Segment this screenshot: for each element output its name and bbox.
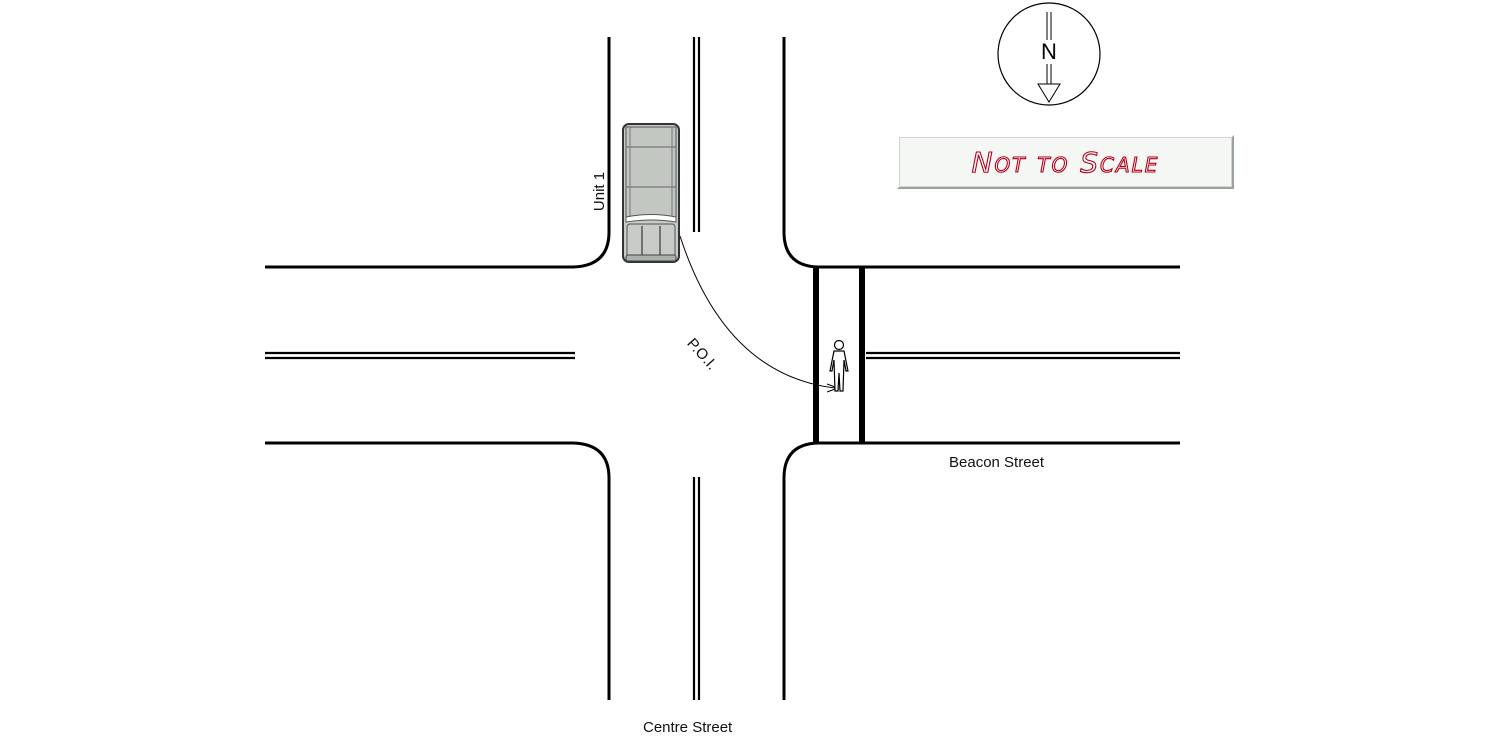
vehicle-icon [622, 123, 680, 263]
north-letter: N [1040, 39, 1058, 64]
beacon-street-centerline-west [265, 351, 575, 360]
not-to-scale-box: Not to Scale [897, 135, 1234, 189]
beacon-street-centerline-east [866, 351, 1180, 360]
centre-street-west-curb-south [265, 441, 611, 700]
crosswalk [813, 267, 865, 443]
centre-street-west-curb-north [265, 37, 611, 269]
beacon-street-label: Beacon Street [949, 454, 1045, 471]
centre-street-centerline-north [692, 37, 701, 232]
not-to-scale-text: Not to Scale [971, 145, 1160, 179]
centre-street-east-curb-north [782, 37, 1180, 269]
pedestrian-icon [829, 339, 849, 392]
centre-street-centerline-south [692, 477, 701, 700]
centre-street-east-curb-south [782, 441, 1180, 700]
vehicle-label: Unit 1 [591, 171, 609, 212]
path-of-impact [679, 235, 836, 389]
centre-street-label: Centre Street [643, 719, 733, 736]
